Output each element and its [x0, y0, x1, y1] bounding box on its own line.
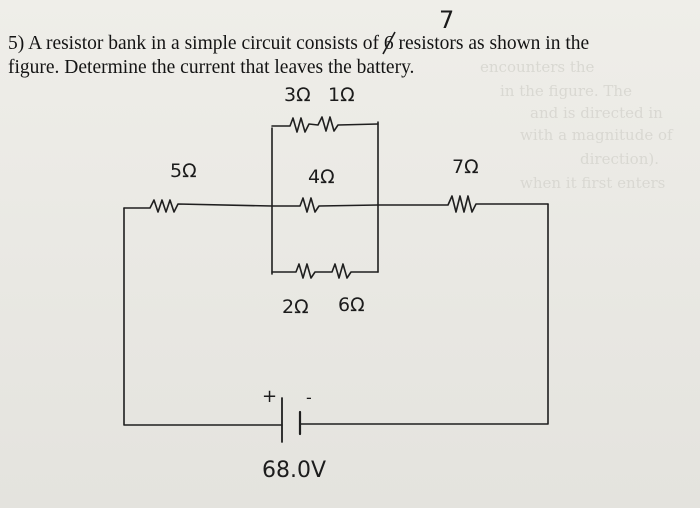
- problem-line-1: 5) A resistor bank in a simple circuit c…: [8, 31, 688, 56]
- ghost-text-4: with a magnitude of: [520, 126, 673, 144]
- struck-value: 6: [382, 31, 396, 56]
- resistor-3ohm-1ohm: [271, 116, 379, 133]
- left-wire: [123, 207, 283, 426]
- label-7ohm: 7Ω: [452, 156, 479, 178]
- resistor-7ohm: [377, 195, 549, 213]
- label-6ohm: 6Ω: [338, 294, 365, 316]
- ghost-text-2: in the figure. The: [500, 82, 632, 100]
- label-2ohm: 2Ω: [282, 296, 309, 318]
- label-1ohm: 1Ω: [328, 84, 355, 106]
- problem-line-2: figure. Determine the current that leave…: [8, 57, 415, 78]
- problem-text-after: resistors as shown in the: [398, 33, 590, 54]
- ghost-text-5: direction).: [580, 150, 659, 168]
- label-4ohm: 4Ω: [308, 166, 335, 188]
- handwritten-seven: 7: [439, 6, 455, 34]
- problem-number: 5): [8, 33, 25, 54]
- battery-plus-sign: +: [262, 386, 278, 407]
- ghost-text-3: and is directed in: [530, 104, 663, 122]
- strike-mark: [382, 31, 396, 55]
- resistor-5ohm: [123, 199, 273, 213]
- battery-voltage-label: 68.0V: [262, 458, 327, 483]
- resistor-4ohm: [271, 197, 379, 213]
- label-3ohm: 3Ω: [284, 84, 311, 106]
- label-5ohm: 5Ω: [170, 160, 197, 182]
- problem-statement: 5) A resistor bank in a simple circuit c…: [8, 31, 688, 80]
- ghost-text-6: when it first enters: [520, 174, 666, 192]
- battery-minus-sign: -: [306, 388, 312, 407]
- resistor-2ohm-6ohm: [271, 263, 379, 279]
- problem-text-before: A resistor bank in a simple circuit cons…: [28, 33, 380, 54]
- right-wire: [299, 203, 549, 425]
- ghost-text-1: encounters the: [480, 58, 595, 76]
